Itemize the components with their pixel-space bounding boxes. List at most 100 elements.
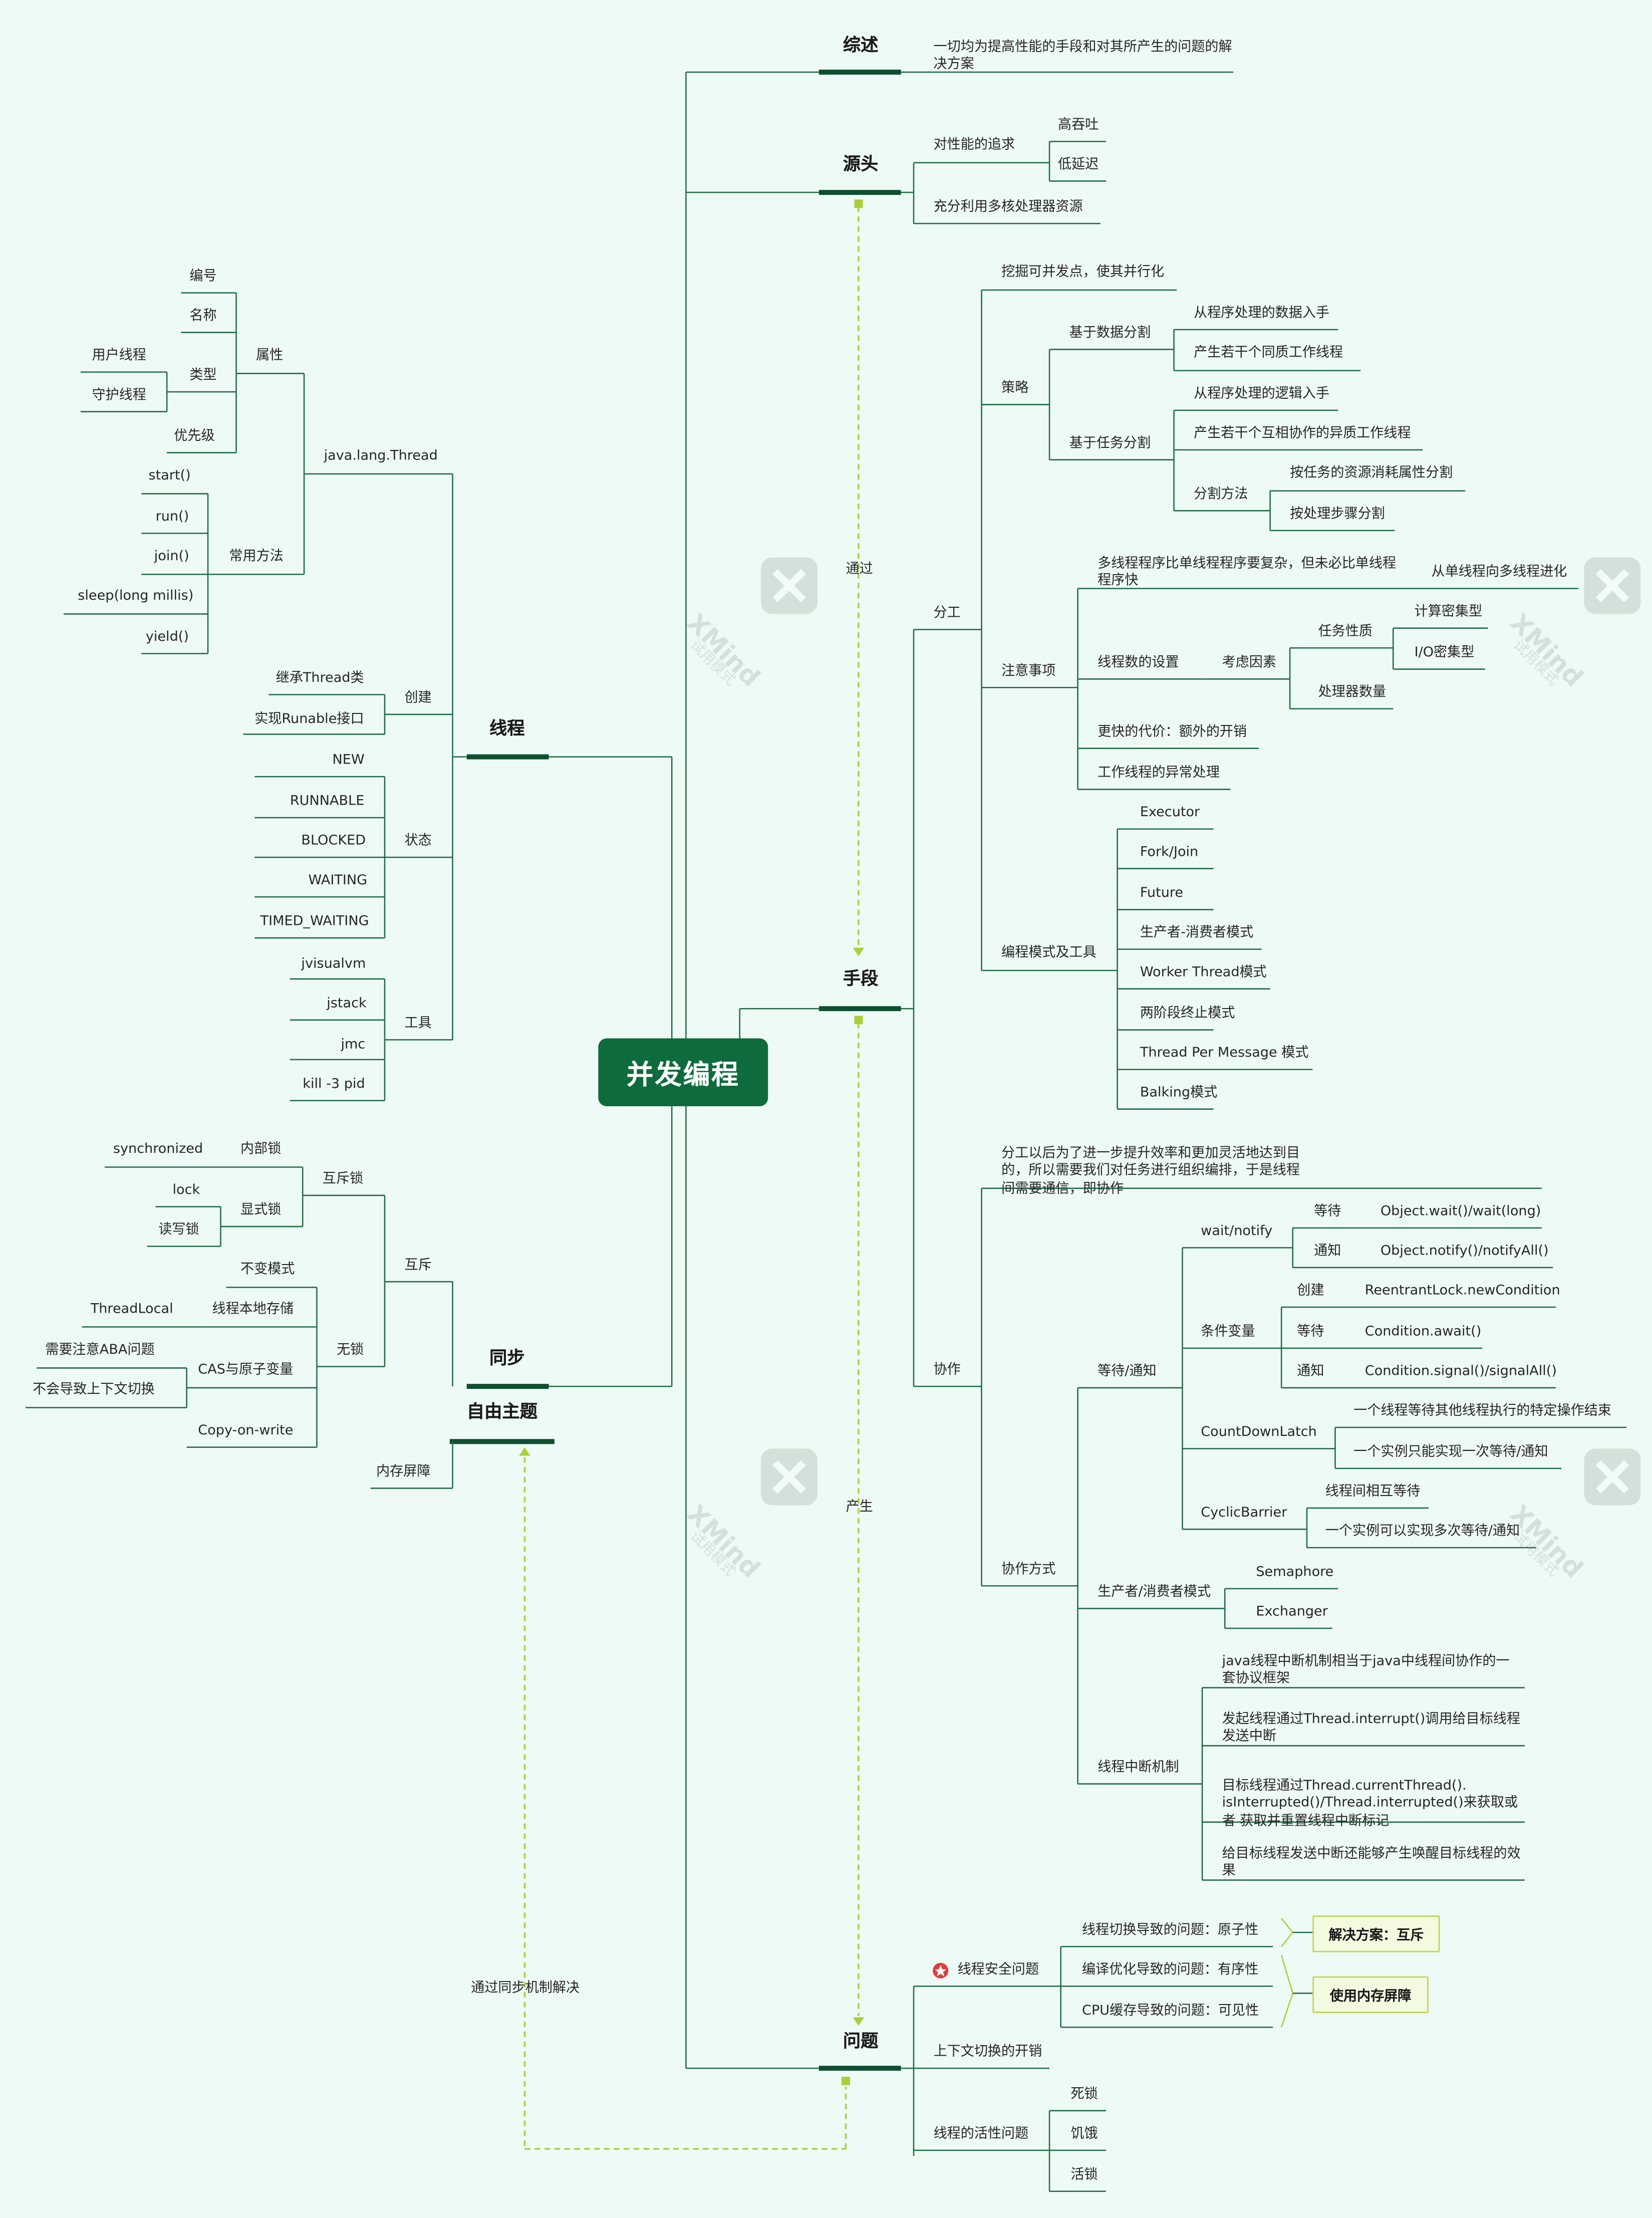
topic-xc-yx[interactable]: 优先级 (174, 428, 215, 444)
topic-fg-kl[interactable]: 考虑因素 (1222, 654, 1276, 670)
topic-xz-wn-tz[interactable]: 通知 (1314, 1243, 1341, 1259)
topic-tb-bb[interactable]: 不变模式 (240, 1261, 295, 1277)
topic-zy-nc[interactable]: 内存屏障 (376, 1463, 431, 1480)
topic-tb-hcs[interactable]: 互斥锁 (322, 1170, 364, 1186)
topic-fg-bc4[interactable]: 生产者-消费者模式 (1140, 924, 1254, 940)
topic-fg-jsmj[interactable]: 计算密集型 (1414, 603, 1483, 619)
topic-fg-yc[interactable]: 工作线程的异常处理 (1097, 765, 1220, 781)
topic-fg-bc6[interactable]: 两阶段终止模式 (1140, 1005, 1235, 1021)
topic-xc-cj[interactable]: 创建 (404, 689, 432, 705)
topic-fg-bc1[interactable]: Executor (1140, 804, 1200, 820)
topic-fg-rw[interactable]: 基于任务分割 (1069, 435, 1151, 451)
topic-wt-aq1[interactable]: 线程切换导致的问题：原子性 (1082, 1921, 1259, 1937)
topic-tongbu[interactable]: 同步 (489, 1347, 525, 1368)
topic-fg-iomj[interactable]: I/O密集型 (1414, 644, 1475, 660)
topic-fg-xc[interactable]: 线程数的设置 (1097, 654, 1179, 670)
topic-tb-qh[interactable]: 不会导致上下文切换 (32, 1381, 155, 1397)
topic-fg-zy1[interactable]: 多线程程序比单线程程序要复杂，但未必比单线程程序快 (1097, 555, 1397, 589)
topic-xz-fs[interactable]: 协作方式 (1001, 1561, 1056, 1577)
topic-tb-cow[interactable]: Copy-on-write (198, 1422, 294, 1438)
topic-xz-sc1[interactable]: Semaphore (1256, 1564, 1334, 1580)
topic-xz-zd1[interactable]: java线程中断机制相当于java中线程间协作的一套协议框架 (1222, 1653, 1510, 1687)
topic-xiezuo[interactable]: 协作 (933, 1361, 961, 1377)
topic-xz-cb[interactable]: CyclicBarrier (1201, 1504, 1287, 1520)
topic-wt-hx[interactable]: 线程的活性问题 (933, 2125, 1029, 2141)
topic-xc-gj[interactable]: 工具 (404, 1015, 432, 1031)
topic-fg-1[interactable]: 挖掘可并发点，使其并行化 (1001, 264, 1165, 280)
solution-box[interactable]: 使用内存屏障 (1312, 1976, 1429, 2013)
topic-xz-wn-dd1[interactable]: Object.wait()/wait(long) (1380, 1203, 1541, 1219)
topic-tb-hc[interactable]: 互斥 (404, 1257, 432, 1273)
topic-xc-sx[interactable]: 属性 (256, 347, 284, 363)
topic-xc-lx[interactable]: 类型 (189, 367, 217, 383)
topic-xc-m5[interactable]: yield() (145, 629, 189, 645)
topic-xc-m4[interactable]: sleep(long millis) (78, 588, 194, 604)
topic-fg-ff2[interactable]: 按处理步骤分割 (1290, 506, 1385, 522)
topic-wt-kx[interactable]: 上下文切换的开销 (933, 2043, 1042, 2059)
topic-fg-celue[interactable]: 策略 (1001, 380, 1029, 396)
topic-xz-wn-dd[interactable]: 等待 (1314, 1203, 1341, 1219)
topic-tb-sync[interactable]: synchronized (113, 1141, 203, 1157)
topic-xz-dd[interactable]: 等待/通知 (1097, 1363, 1157, 1379)
topic-xc-mc[interactable]: 名称 (189, 308, 217, 324)
topic-fg-zy[interactable]: 注意事项 (1001, 662, 1056, 678)
topic-xiancheng[interactable]: 线程 (489, 717, 525, 738)
topic-xz-tj-cj[interactable]: 创建 (1297, 1282, 1324, 1298)
topic-fg-ff1[interactable]: 按任务的资源消耗属性分割 (1290, 464, 1453, 480)
topic-fg-sj2[interactable]: 产生若干个同质工作线程 (1194, 344, 1343, 360)
topic-xz-cdl2[interactable]: 一个实例只能实现一次等待/通知 (1353, 1443, 1548, 1459)
topic-wt-hx3[interactable]: 活锁 (1070, 2166, 1098, 2182)
topic-yt-b[interactable]: 充分利用多核处理器资源 (933, 198, 1083, 214)
topic-fg-rwxz[interactable]: 任务性质 (1318, 623, 1372, 639)
topic-xz-cb2[interactable]: 一个实例可以实现多次等待/通知 (1325, 1523, 1520, 1539)
topic-xz-zd2[interactable]: 发起线程通过Thread.interrupt()调用给目标线程发送中断 (1222, 1711, 1521, 1745)
topic-wt-hx2[interactable]: 饥饿 (1070, 2125, 1098, 2141)
topic-tb-cas[interactable]: CAS与原子变量 (198, 1361, 294, 1377)
topic-yt-a[interactable]: 对性能的追求 (933, 136, 1015, 152)
topic-xc-sh[interactable]: 守护线程 (92, 387, 146, 403)
topic-fg-sj1[interactable]: 从程序处理的数据入手 (1194, 305, 1330, 321)
topic-xc-gj3[interactable]: jmc (341, 1036, 366, 1052)
topic-xz-wn[interactable]: wait/notify (1201, 1223, 1273, 1239)
topic-fg-bc3[interactable]: Future (1140, 885, 1184, 901)
topic-tb-dx[interactable]: 读写锁 (158, 1221, 199, 1238)
topic-xc-gj1[interactable]: jvisualvm (301, 955, 366, 971)
topic-wenti[interactable]: 问题 (843, 2030, 879, 2052)
topic-xc-zt1[interactable]: NEW (332, 752, 365, 768)
topic-yt-a1[interactable]: 高吞吐 (1058, 116, 1099, 133)
topic-xc-zt5[interactable]: TIMED_WAITING (260, 913, 369, 929)
topic-wt-aq2[interactable]: 编译优化导致的问题：有序性 (1082, 1961, 1259, 1977)
topic-fg-rw2[interactable]: 产生若干个互相协作的异质工作线程 (1194, 425, 1411, 441)
topic-fg-clq[interactable]: 处理器数量 (1318, 684, 1387, 700)
topic-tb-nb[interactable]: 内部锁 (240, 1141, 282, 1157)
topic-fg-bc[interactable]: 编程模式及工具 (1001, 944, 1096, 960)
topic-xz-cb1[interactable]: 线程间相互等待 (1325, 1483, 1421, 1499)
topic-fg-dj[interactable]: 更快的代价：额外的开销 (1097, 723, 1247, 740)
topic-xc-cy[interactable]: 常用方法 (229, 548, 284, 564)
topic-fg-bc2[interactable]: Fork/Join (1140, 844, 1199, 860)
topic-fg-bc7[interactable]: Thread Per Message 模式 (1140, 1045, 1309, 1061)
topic-xz-zd4[interactable]: 给目标线程发送中断还能够产生唤醒目标线程的效果 (1222, 1845, 1521, 1879)
topic-xz-tj-tz[interactable]: 通知 (1297, 1363, 1324, 1379)
topic-xc-yh[interactable]: 用户线程 (92, 347, 146, 363)
topic-zongshu-1[interactable]: 一切均为提高性能的手段和对其所产生的问题的解决方案 (933, 39, 1232, 73)
topic-yuantou[interactable]: 源头 (843, 152, 879, 174)
topic-xc-zt[interactable]: 状态 (404, 832, 432, 848)
topic-wt-hx1[interactable]: 死锁 (1070, 2086, 1098, 2102)
topic-fg-bc5[interactable]: Worker Thread模式 (1140, 964, 1267, 980)
topic-xc-zt3[interactable]: BLOCKED (301, 832, 366, 848)
topic-tb-aba[interactable]: 需要注意ABA问题 (45, 1342, 155, 1358)
topic-xc-gj4[interactable]: kill -3 pid (303, 1076, 365, 1092)
topic-ziyou[interactable]: 自由主题 (466, 1400, 538, 1422)
topic-xc-m2[interactable]: run() (155, 509, 189, 525)
topic-xz-wn-tz1[interactable]: Object.notify()/notifyAll() (1380, 1243, 1549, 1259)
topic-shouduan[interactable]: 手段 (843, 967, 879, 989)
topic-xc-gj2[interactable]: jstack (327, 995, 367, 1011)
topic-fg-rw1[interactable]: 从程序处理的逻辑入手 (1194, 385, 1330, 401)
solution-box[interactable]: 解决方案：互斥 (1312, 1915, 1440, 1952)
topic-fg-bc8[interactable]: Balking模式 (1140, 1084, 1218, 1100)
topic-tb-lock[interactable]: lock (172, 1182, 200, 1198)
topic-xz-zd[interactable]: 线程中断机制 (1097, 1759, 1179, 1775)
topic-xz-1[interactable]: 分工以后为了进一步提升效率和更加灵活地达到目的，所以需要我们对任务进行组织编排，… (1001, 1145, 1300, 1197)
topic-xz-cdl[interactable]: CountDownLatch (1201, 1423, 1317, 1440)
